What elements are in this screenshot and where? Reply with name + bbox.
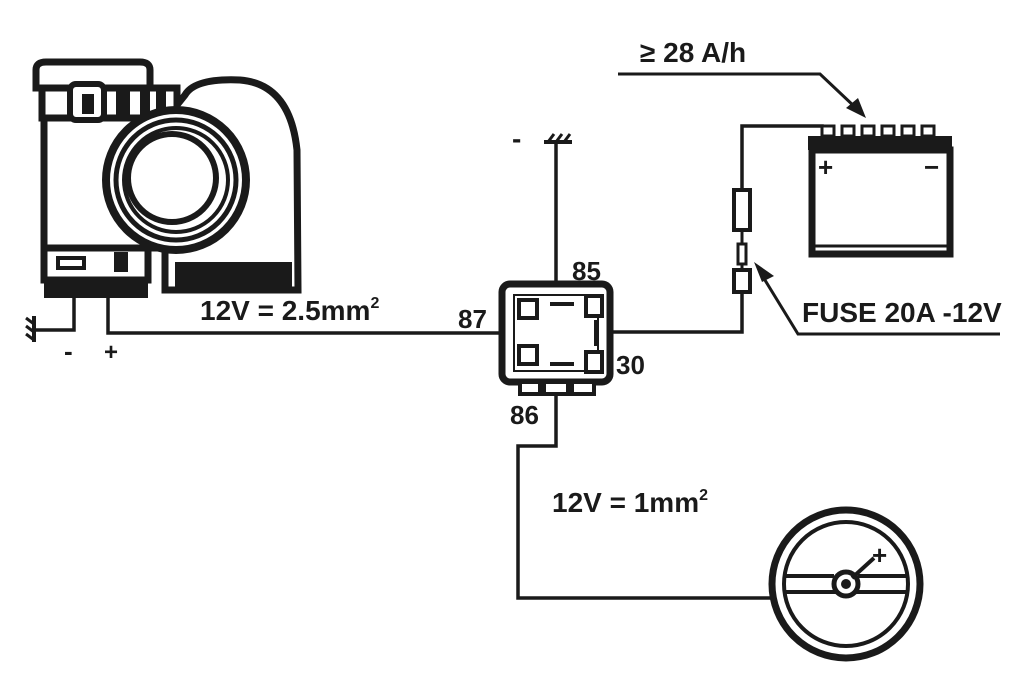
fuse-label: FUSE 20A -12V: [802, 297, 1002, 328]
battery-icon: [808, 124, 954, 258]
switch-plus-label: +: [872, 540, 887, 570]
battery-plus-label: +: [818, 152, 833, 182]
relay-pin-87-label: 87: [458, 304, 487, 334]
horn-minus-label: -: [64, 336, 73, 366]
wire-switch-gauge-label: 12V = 1mm2: [552, 487, 708, 518]
horn-positive-wire: [106, 296, 502, 335]
battery-pointer-arrowhead: [846, 98, 866, 118]
relay-ground-minus-label: -: [512, 123, 521, 154]
relay-pin-30-label: 30: [616, 350, 645, 380]
horn-plus-label: +: [104, 339, 118, 366]
relay-pin-86-label: 86: [510, 400, 539, 430]
battery-pointer-arrow: [618, 72, 858, 110]
battery-capacity-label: ≥ 28 A/h: [640, 37, 746, 68]
relay-to-switch-wire: [516, 392, 774, 600]
air-horn-icon: [32, 58, 302, 298]
wire-horn-gauge-label: 12V = 2.5mm2: [200, 295, 379, 326]
fuse-to-battery-wire: [740, 124, 824, 192]
fuse-icon: [732, 188, 752, 294]
ground-symbol-icon: [25, 316, 36, 342]
relay-icon: [498, 280, 614, 396]
relay-pin-85-label: 85: [572, 256, 601, 286]
fuse-pointer-arrow: [758, 271, 1000, 336]
fuse-pointer-arrowhead: [754, 262, 774, 282]
relay-to-fuse-wire: [608, 290, 744, 334]
ground-symbol-icon: [544, 133, 572, 144]
horn-ground-wire: [34, 296, 76, 332]
battery-minus-label: −: [924, 152, 939, 182]
steering-wheel-icon: [768, 506, 924, 662]
